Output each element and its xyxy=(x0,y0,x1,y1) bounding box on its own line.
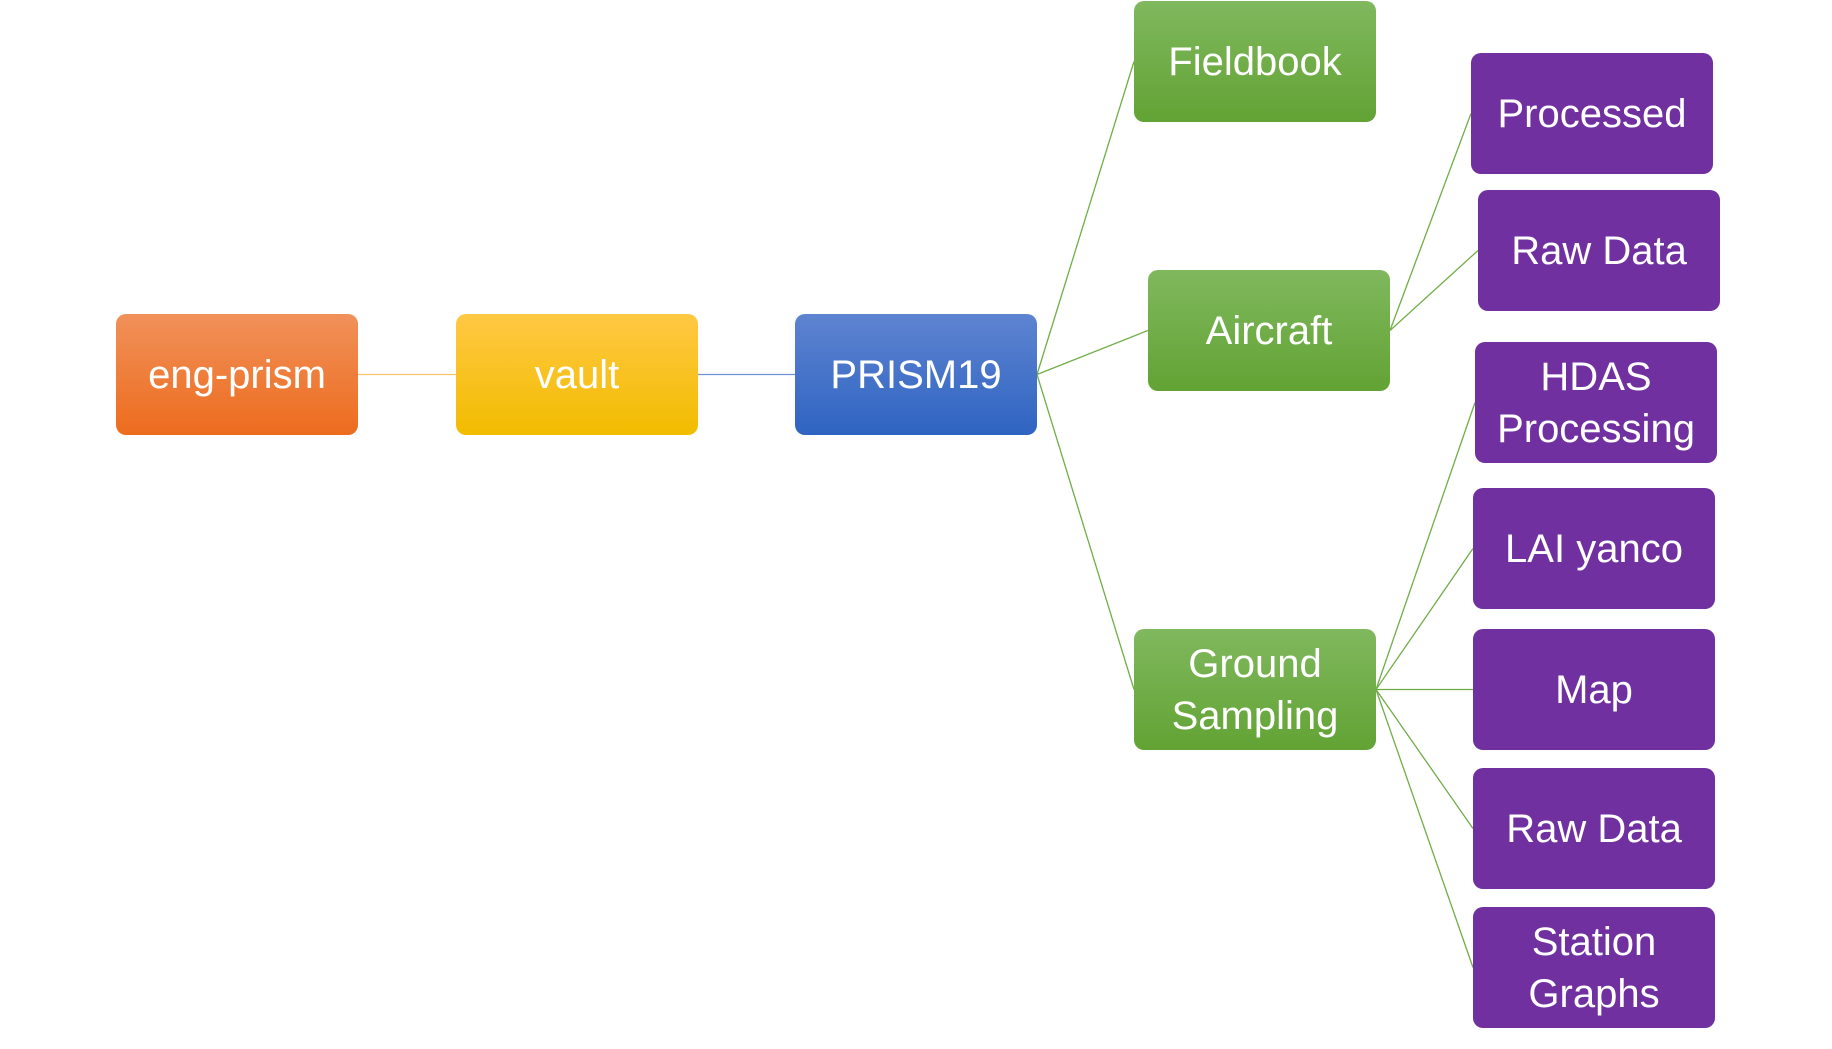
node-label: PRISM19 xyxy=(830,352,1002,397)
connector-ground_sampling-ground_raw_data xyxy=(1375,689,1474,829)
node-label: Station Graphs xyxy=(1528,919,1660,1016)
node-aircraft-raw-data[interactable]: Raw Data xyxy=(1478,190,1720,311)
node-label: Aircraft xyxy=(1205,308,1333,353)
connector-ground_sampling-lai_yanco xyxy=(1375,548,1474,690)
node-eng-prism[interactable]: eng-prism xyxy=(116,314,358,435)
node-label: Processed xyxy=(1497,91,1687,136)
node-lai-yanco[interactable]: LAI yanco xyxy=(1473,488,1715,609)
connector-prism19-ground_sampling xyxy=(1036,374,1135,690)
connector-ground_sampling-hdas_processing xyxy=(1375,402,1476,690)
connector-aircraft-processed xyxy=(1389,113,1472,331)
node-processed[interactable]: Processed xyxy=(1471,53,1713,174)
node-label: Raw Data xyxy=(1511,228,1687,273)
node-label: LAI yanco xyxy=(1505,526,1683,571)
node-ground-raw-data[interactable]: Raw Data xyxy=(1473,768,1715,889)
connector-prism19-aircraft xyxy=(1036,329,1149,376)
node-label: Map xyxy=(1555,667,1633,712)
connector-ground_sampling-station_graphs xyxy=(1375,689,1474,968)
node-label: Ground Sampling xyxy=(1171,641,1339,738)
connector-prism19-fieldbook xyxy=(1036,61,1135,375)
node-prism19[interactable]: PRISM19 xyxy=(795,314,1037,435)
node-map[interactable]: Map xyxy=(1473,629,1715,750)
node-station-graphs[interactable]: Station Graphs xyxy=(1473,907,1715,1028)
node-ground-sampling[interactable]: Ground Sampling xyxy=(1134,629,1376,750)
node-aircraft[interactable]: Aircraft xyxy=(1148,270,1390,391)
node-label: HDAS Processing xyxy=(1497,354,1695,451)
node-fieldbook[interactable]: Fieldbook xyxy=(1134,1,1376,122)
node-label: vault xyxy=(534,352,620,397)
node-label: Raw Data xyxy=(1506,806,1682,851)
node-label: Fieldbook xyxy=(1168,39,1342,84)
node-label: eng-prism xyxy=(148,352,326,397)
connector-aircraft-aircraft_raw_data xyxy=(1389,250,1479,331)
node-vault[interactable]: vault xyxy=(456,314,698,435)
node-hdas-processing[interactable]: HDAS Processing xyxy=(1475,342,1717,463)
